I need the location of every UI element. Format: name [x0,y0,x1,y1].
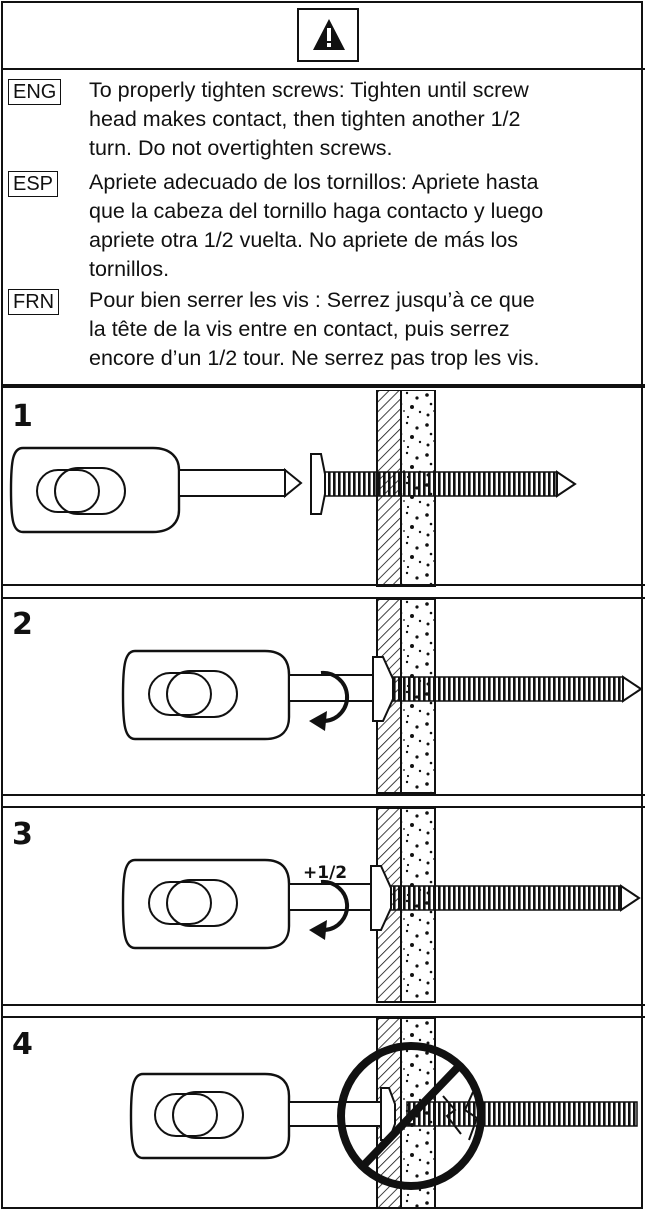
screwdriver [9,446,303,534]
step-number-1: 1 [12,399,33,434]
step-4-illustration [129,1018,638,1208]
lang-code-esp: ESP [8,171,59,197]
rotate-arrow-icon [309,670,350,731]
step-1-illustration [9,390,577,587]
screwdriver [121,649,374,741]
step-2-illustration [121,599,643,794]
screw [372,656,643,722]
panel-divider-2b [1,806,645,808]
instruction-text-frn: Pour bien serrer les vis : Serrez jusqu’… [89,288,540,370]
turn-label: +1/2 [303,863,347,883]
header-divider [1,68,645,70]
prohibition-icon [337,1042,485,1190]
step-number-3: 3 [12,817,33,852]
warning-box [297,8,359,62]
step-3-illustration: +1/2 [121,808,641,1003]
screw [380,1087,638,1141]
rotate-arrow-icon [309,879,350,940]
instruction-text-eng: To properly tighten screws: Tighten unti… [89,78,529,160]
lang-code-frn: FRN [8,289,60,315]
section-divider [1,384,645,388]
panel-divider-1b [1,597,645,599]
instruction-text-esp: Apriete adecuado de los tornillos: Aprie… [89,170,544,281]
screw [310,453,577,515]
step-number-4: 4 [12,1027,33,1062]
step-number-2: 2 [12,607,33,642]
warning-triangle-icon [313,19,345,50]
screw [370,865,641,931]
panel-divider-3 [1,1004,645,1006]
screwdriver [129,1072,382,1160]
panel-divider-3b [1,1016,645,1018]
panel-divider-1 [1,584,645,586]
panel-divider-2 [1,794,645,796]
lang-code-eng: ENG [8,79,62,105]
screwdriver [121,858,374,950]
